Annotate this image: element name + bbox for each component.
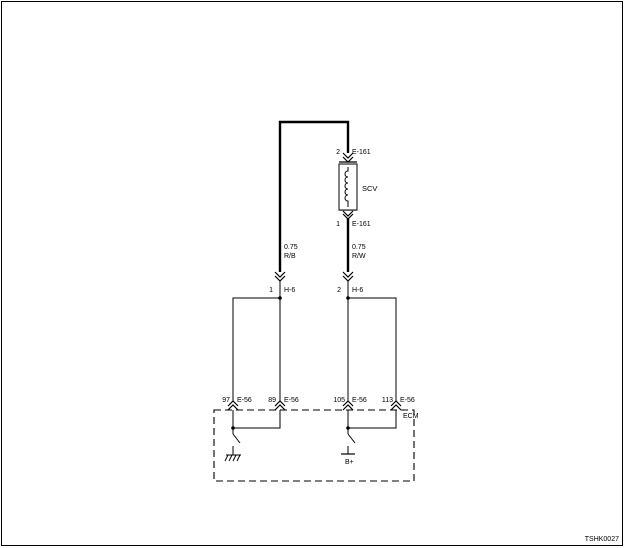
bplus-supply: B+ bbox=[341, 453, 355, 466]
junction-dot bbox=[346, 426, 350, 430]
wire-spec-right: 0.75 R/W bbox=[352, 244, 366, 260]
connector-chevron-icon bbox=[227, 400, 239, 407]
pin-number: 2 bbox=[337, 287, 341, 294]
connector-ecm-113: 113 E-56 bbox=[382, 397, 415, 411]
ecm-internal-circuit bbox=[232, 410, 397, 455]
bplus-label: B+ bbox=[345, 459, 354, 466]
wire-color: R/B bbox=[284, 253, 296, 260]
pin-number: 97 bbox=[222, 397, 230, 404]
connector-chevron-icon bbox=[274, 271, 286, 278]
connector-name: E-161 bbox=[352, 149, 371, 156]
pin-number: 2 bbox=[336, 149, 340, 156]
wire-rb-upper bbox=[278, 120, 350, 272]
connector-scv-top: 2 E-161 bbox=[336, 149, 371, 163]
connector-chevron-icon bbox=[342, 156, 354, 163]
scv-box bbox=[338, 163, 358, 211]
thin-wires bbox=[232, 281, 397, 401]
pin-number: 105 bbox=[333, 397, 345, 404]
junction-dot bbox=[278, 296, 282, 300]
pin-number: 1 bbox=[269, 287, 273, 294]
footer-code: TSHK0027 bbox=[585, 536, 619, 543]
connector-name: E-56 bbox=[284, 397, 299, 404]
connector-ecm-89: 89 E-56 bbox=[268, 397, 299, 411]
connector-chevron-icon bbox=[342, 152, 354, 159]
pin-number: 89 bbox=[268, 397, 276, 404]
connector-ecm-105: 105 E-56 bbox=[333, 397, 367, 411]
ecm-boundary bbox=[213, 409, 415, 482]
wire-size: 0.75 bbox=[352, 244, 366, 251]
connector-chevron-icon bbox=[342, 210, 354, 217]
connector-chevron-icon bbox=[342, 213, 354, 220]
connector-ecm-97: 97 E-56 bbox=[222, 397, 252, 411]
connector-chevron-icon bbox=[274, 400, 286, 407]
coil-icon bbox=[344, 167, 349, 207]
scv-label: SCV bbox=[362, 184, 377, 193]
connector-chevron-icon bbox=[342, 400, 354, 407]
junction-dot bbox=[231, 426, 235, 430]
connector-chevron-icon bbox=[274, 404, 286, 411]
connector-name: H-6 bbox=[284, 287, 295, 294]
connector-chevron-icon bbox=[390, 400, 402, 407]
connector-name: E-56 bbox=[352, 397, 367, 404]
connector-chevron-icon bbox=[390, 404, 402, 411]
connector-name: E-56 bbox=[400, 397, 415, 404]
connector-chevron-icon bbox=[342, 271, 354, 278]
junction-dot bbox=[346, 296, 350, 300]
ground-icon bbox=[224, 454, 241, 462]
scv-component: SCV bbox=[338, 161, 377, 211]
ecm-label: ECM bbox=[403, 413, 419, 420]
switch-icon bbox=[347, 433, 356, 444]
connector-chevron-icon bbox=[227, 404, 239, 411]
pin-number: 1 bbox=[336, 221, 340, 228]
connector-h6-right: 2 H-6 bbox=[337, 271, 363, 294]
pin-number: 113 bbox=[382, 397, 393, 404]
connector-h6-left: 1 H-6 bbox=[269, 271, 295, 294]
harness-thick-wires bbox=[278, 120, 350, 272]
connector-name: E-161 bbox=[352, 221, 371, 228]
connector-chevron-icon bbox=[342, 404, 354, 411]
connector-name: H-6 bbox=[352, 287, 363, 294]
wire-color: R/W bbox=[352, 253, 366, 260]
connector-scv-bottom: 1 E-161 bbox=[336, 210, 371, 228]
wire-spec-left: 0.75 R/B bbox=[284, 244, 298, 260]
connector-name: E-56 bbox=[237, 397, 252, 404]
switch-icon bbox=[232, 433, 241, 444]
wire-size: 0.75 bbox=[284, 244, 298, 251]
